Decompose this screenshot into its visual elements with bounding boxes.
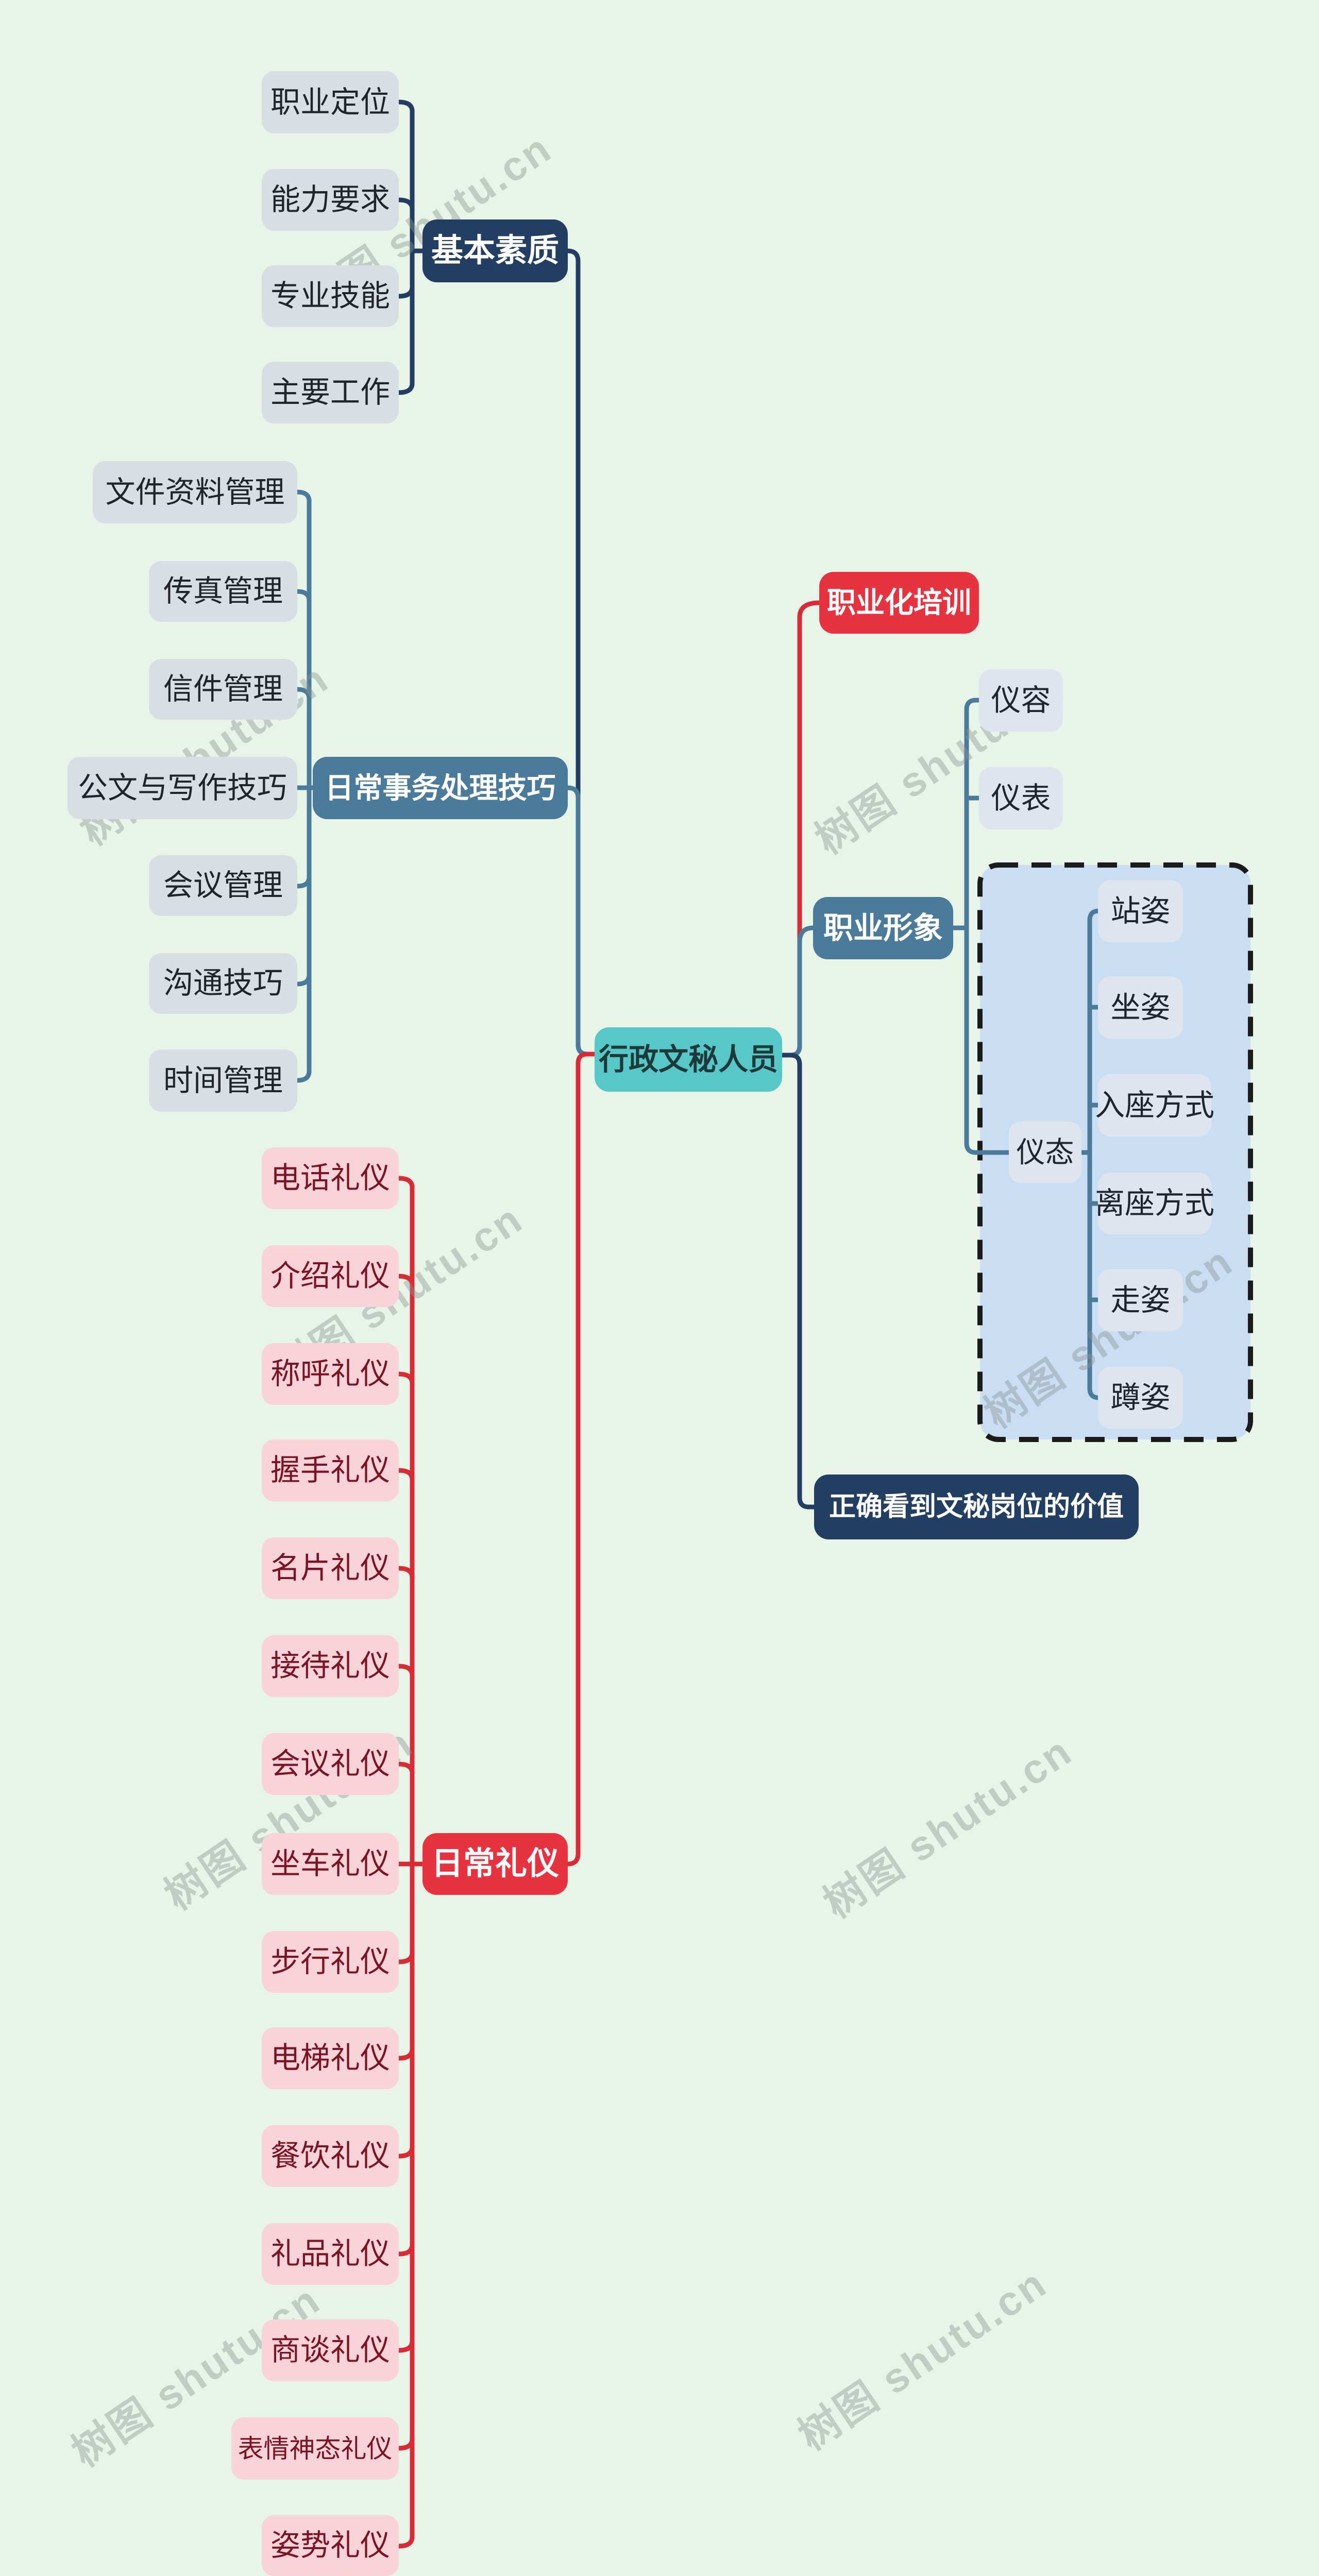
node-grooming[interactable]: 仪表 <box>979 767 1063 829</box>
node-introduction-etiquette[interactable]: 介绍礼仪 <box>262 1245 399 1307</box>
node-reception-etiquette[interactable]: 接待礼仪 <box>262 1635 399 1697</box>
node-sitting-posture[interactable]: 坐姿 <box>1098 976 1183 1039</box>
node-main-work[interactable]: 主要工作 <box>262 362 399 423</box>
node-mail-management[interactable]: 信件管理 <box>149 659 297 720</box>
node-dining-etiquette[interactable]: 餐饮礼仪 <box>262 2125 399 2187</box>
node-car-etiquette[interactable]: 坐车礼仪 <box>262 1833 399 1895</box>
connector-position-value <box>780 1053 817 1510</box>
node-elevator-etiquette[interactable]: 电梯礼仪 <box>262 2027 399 2089</box>
node-expression-etiquette[interactable]: 表情神态礼仪 <box>231 2417 399 2480</box>
node-negotiation-etiquette[interactable]: 商谈礼仪 <box>262 2319 399 2381</box>
node-professional-skills[interactable]: 专业技能 <box>262 265 399 327</box>
node-professional-image[interactable]: 职业形象 <box>813 897 953 959</box>
node-appearance[interactable]: 仪容 <box>979 669 1063 732</box>
node-daily-etiquette[interactable]: 日常礼仪 <box>422 1833 568 1895</box>
node-gift-etiquette[interactable]: 礼品礼仪 <box>262 2223 399 2285</box>
node-time-management[interactable]: 时间管理 <box>149 1049 297 1112</box>
node-meeting-management[interactable]: 会议管理 <box>149 855 297 916</box>
node-posture-etiquette[interactable]: 姿势礼仪 <box>262 2515 399 2576</box>
node-position-value[interactable]: 正确看到文秘岗位的价值 <box>814 1475 1139 1539</box>
node-walking-etiquette[interactable]: 步行礼仪 <box>262 1931 399 1993</box>
node-career-positioning[interactable]: 职业定位 <box>262 71 399 133</box>
node-basic-quality[interactable]: 基本素质 <box>422 219 568 282</box>
node-fax-management[interactable]: 传真管理 <box>149 561 297 622</box>
connector-daily-etiquette <box>396 1052 597 2549</box>
node-meeting-etiquette[interactable]: 会议礼仪 <box>262 1733 399 1795</box>
node-official-writing-skills[interactable]: 公文与写作技巧 <box>67 757 297 819</box>
node-phone-etiquette[interactable]: 电话礼仪 <box>262 1147 399 1209</box>
node-ability-requirements[interactable]: 能力要求 <box>262 169 399 231</box>
node-taking-seat[interactable]: 入座方式 <box>1095 1074 1214 1137</box>
node-demeanor[interactable]: 仪态 <box>1009 1122 1081 1183</box>
node-squatting-posture[interactable]: 蹲姿 <box>1098 1367 1183 1429</box>
node-document-management[interactable]: 文件资料管理 <box>93 461 297 523</box>
node-standing-posture[interactable]: 站姿 <box>1098 880 1183 942</box>
node-root[interactable]: 行政文秘人员 <box>595 1027 782 1092</box>
connector-daily-affairs <box>295 489 597 1083</box>
node-handshake-etiquette[interactable]: 握手礼仪 <box>262 1439 399 1501</box>
node-addressing-etiquette[interactable]: 称呼礼仪 <box>262 1343 399 1405</box>
node-daily-affairs[interactable]: 日常事务处理技巧 <box>313 757 568 819</box>
node-leaving-seat[interactable]: 离座方式 <box>1095 1173 1214 1234</box>
node-communication-skills[interactable]: 沟通技巧 <box>149 953 297 1014</box>
node-business-card-etiquette[interactable]: 名片礼仪 <box>262 1537 399 1599</box>
node-professional-training[interactable]: 职业化培训 <box>819 572 979 634</box>
node-walking-posture[interactable]: 走姿 <box>1098 1269 1183 1331</box>
